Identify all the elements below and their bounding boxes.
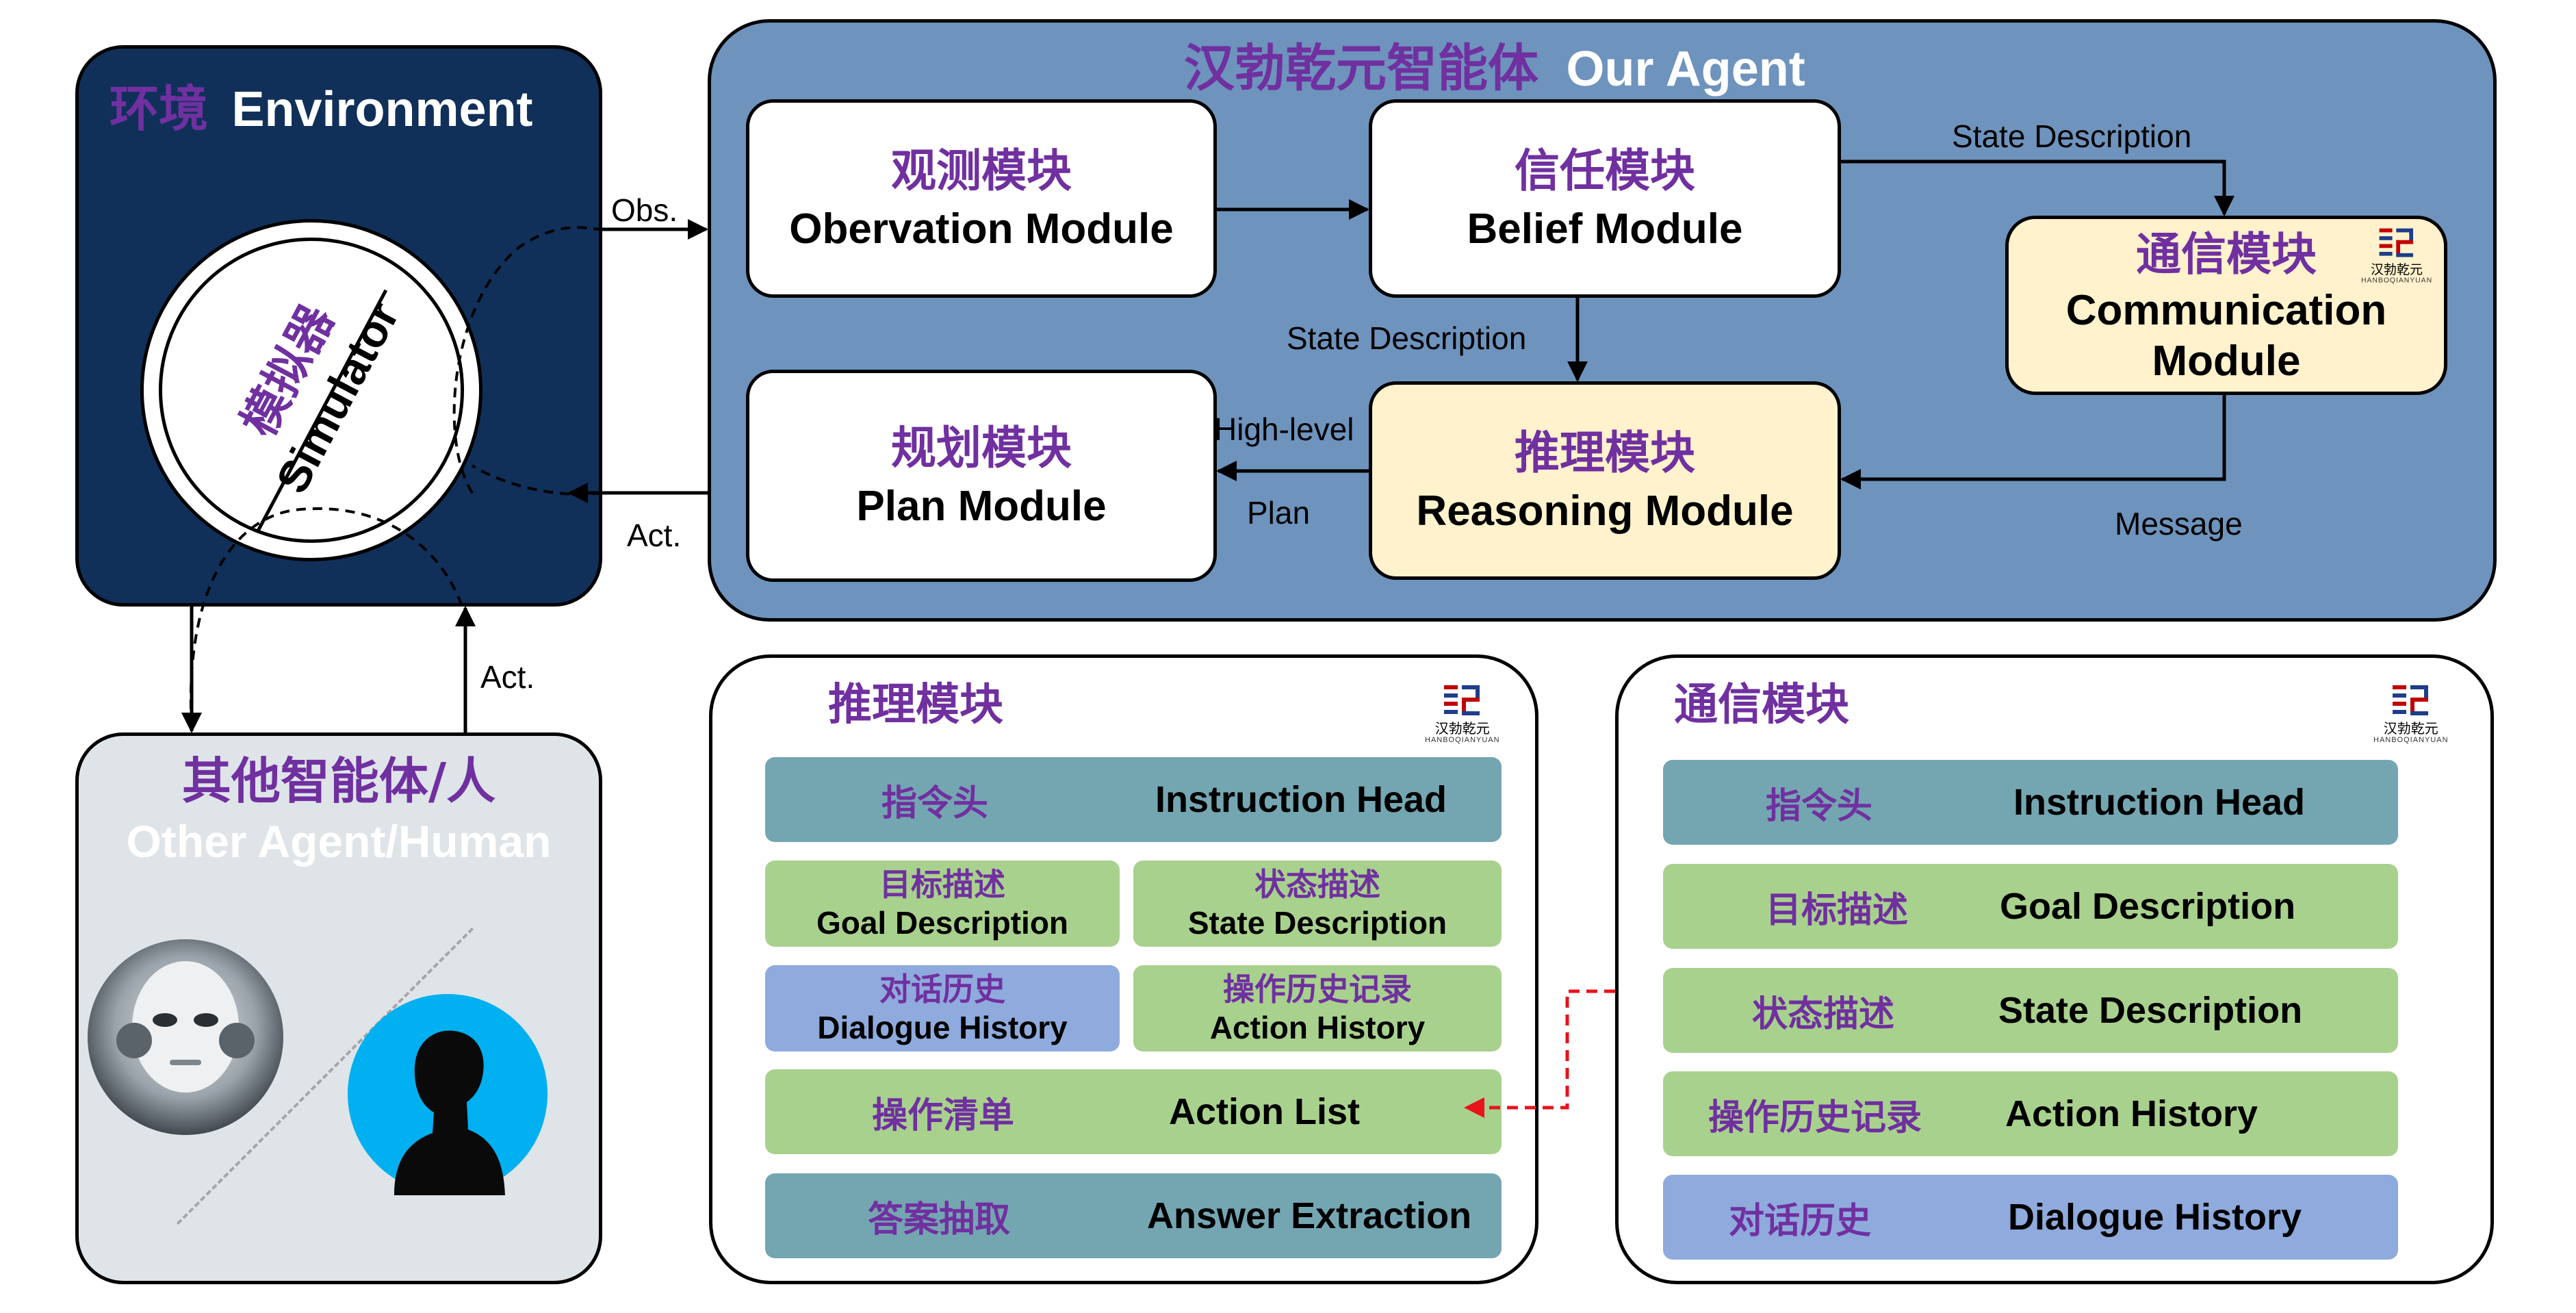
obs-dashed-arc [452, 226, 603, 494]
label-message: Message [2115, 506, 2243, 541]
reasoning-module: 推理模块 Reasoning Module [1369, 381, 1841, 580]
hanbo-logo-icon [2379, 228, 2413, 257]
row-label-zh: 操作历史记录 [1223, 971, 1412, 1008]
communication-module-zh: 通信模块 [2136, 228, 2317, 281]
label-high-level: High-level [1214, 411, 1354, 447]
belief-module-en: Belief Module [1467, 205, 1743, 253]
reasoning-row-dialogue-history: 对话历史 Dialogue History [765, 965, 1120, 1051]
observation-module-zh: 观测模块 [891, 144, 1072, 197]
row-label-en: Goal Description [2000, 886, 2296, 927]
row-label-en: Instruction Head [1155, 779, 1447, 820]
agent-title-en: Our Agent [1566, 42, 1805, 97]
other-agent-title-zh: 其他智能体/人 [181, 752, 496, 810]
other-agent-title: 其他智能体/人 Other Agent/Human [75, 750, 602, 870]
belief-module: 信任模块 Belief Module [1369, 99, 1841, 298]
row-label-en: Action History [2005, 1093, 2258, 1134]
agent-title-zh: 汉勃乾元智能体 [1184, 39, 1538, 98]
reasoning-row-instruction-head: 指令头 Instruction Head [765, 757, 1502, 842]
reasoning-row-state-description: 状态描述 State Description [1133, 861, 1502, 947]
label-plan: Plan [1247, 495, 1311, 531]
logo-reasoning-zh: 汉勃乾元 [1434, 720, 1490, 737]
plan-module-en: Plan Module [856, 483, 1107, 530]
act-dashed-arc [471, 464, 603, 496]
logo-comm-panel-en: HANBOQIANYUAN [2373, 736, 2449, 744]
row-label-en: Answer Extraction [1147, 1195, 1472, 1236]
row-label-zh: 指令头 [1766, 785, 1873, 827]
communication-panel-title: 通信模块 [1674, 680, 1849, 730]
reasoning-module-en: Reasoning Module [1416, 487, 1794, 535]
row-label-en: Dialogue History [2008, 1197, 2302, 1238]
row-label-en: Instruction Head [2013, 782, 2306, 823]
plan-module: 规划模块 Plan Module [746, 370, 1217, 582]
row-label-zh: 状态描述 [1752, 993, 1895, 1035]
label-act-env: Act. [627, 518, 682, 553]
red-dashed-connector [1464, 989, 1615, 1118]
hanbo-logo-icon [2392, 685, 2428, 715]
observation-module-en: Obervation Module [789, 205, 1174, 253]
row-label-zh: 目标描述 [879, 866, 1005, 903]
communication-module: 通信模块 Communication Module [2005, 216, 2447, 395]
hanbo-logo-icon [1443, 685, 1480, 715]
robot-avatar-icon [88, 939, 283, 1135]
environment-title: 环境 Environment [110, 68, 533, 140]
label-act-other: Act. [480, 659, 535, 695]
logo-reasoning-en: HANBOQIANYUAN [1425, 736, 1500, 744]
logo-reasoning-panel: 汉勃乾元 HANBOQIANYUAN [1425, 681, 1500, 744]
row-label-en: State Description [1187, 905, 1447, 941]
reasoning-module-zh: 推理模块 [1515, 426, 1695, 479]
reasoning-row-goal-description: 目标描述 Goal Description [765, 861, 1120, 947]
other-agent-title-en: Other Agent/Human [126, 816, 552, 867]
other-dashed-arc [190, 507, 467, 726]
reasoning-row-action-history: 操作历史记录 Action History [1133, 965, 1502, 1051]
reasoning-row-action-list: 操作清单 Action List [765, 1069, 1502, 1154]
logo-communication: 汉勃乾元 HANBOQIANYUAN [2361, 225, 2432, 284]
label-state-desc-top: State Description [1952, 118, 2192, 154]
comm-row-state-description: 状态描述 State Description [1663, 968, 2398, 1053]
row-label-zh: 指令头 [881, 782, 989, 824]
communication-module-en-line1: Communication [2065, 287, 2387, 334]
row-label-en: Action List [1169, 1091, 1360, 1132]
comm-row-action-history: 操作历史记录 Action History [1663, 1071, 2398, 1156]
label-obs: Obs. [611, 192, 678, 228]
reasoning-row-answer-extraction: 答案抽取 Answer Extraction [765, 1173, 1502, 1258]
environment-title-zh: 环境 [110, 80, 209, 138]
row-label-en: Goal Description [816, 905, 1069, 941]
row-label-zh: 对话历史 [1729, 1200, 1872, 1242]
comm-row-goal-description: 目标描述 Goal Description [1663, 864, 2398, 949]
logo-communication-zh: 汉勃乾元 [2371, 262, 2423, 277]
plan-module-zh: 规划模块 [891, 422, 1072, 474]
agent-title: 汉勃乾元智能体 Our Agent [1184, 27, 1805, 101]
comm-to-reasoning-arrow [1840, 395, 2226, 489]
row-label-zh: 对话历史 [879, 971, 1005, 1008]
row-label-en: State Description [1998, 990, 2303, 1031]
comm-row-dialogue-history: 对话历史 Dialogue History [1663, 1175, 2398, 1260]
row-label-zh: 目标描述 [1766, 889, 1909, 931]
row-label-zh: 状态描述 [1254, 866, 1380, 903]
simulator-inner-ring [159, 238, 464, 543]
logo-comm-panel-zh: 汉勃乾元 [2383, 720, 2438, 737]
human-avatar-icon [348, 994, 548, 1195]
row-label-en: Dialogue History [817, 1010, 1068, 1045]
comm-row-instruction-head: 指令头 Instruction Head [1663, 760, 2398, 845]
communication-module-en-line2: Module [2152, 337, 2301, 385]
row-label-en: Action History [1209, 1010, 1426, 1045]
belief-to-comm-arrow [1841, 160, 2234, 216]
logo-communication-panel: 汉勃乾元 HANBOQIANYUAN [2373, 681, 2449, 744]
environment-title-en: Environment [231, 82, 533, 137]
row-label-zh: 操作清单 [872, 1095, 1015, 1136]
logo-communication-en: HANBOQIANYUAN [2361, 277, 2433, 285]
row-label-zh: 答案抽取 [868, 1199, 1011, 1240]
row-label-zh: 操作历史记录 [1708, 1097, 1922, 1138]
belief-module-zh: 信任模块 [1515, 144, 1695, 197]
label-state-desc-mid: State Description [1287, 320, 1527, 356]
observation-module: 观测模块 Obervation Module [746, 99, 1217, 298]
reasoning-panel-title: 推理模块 [828, 680, 1003, 730]
